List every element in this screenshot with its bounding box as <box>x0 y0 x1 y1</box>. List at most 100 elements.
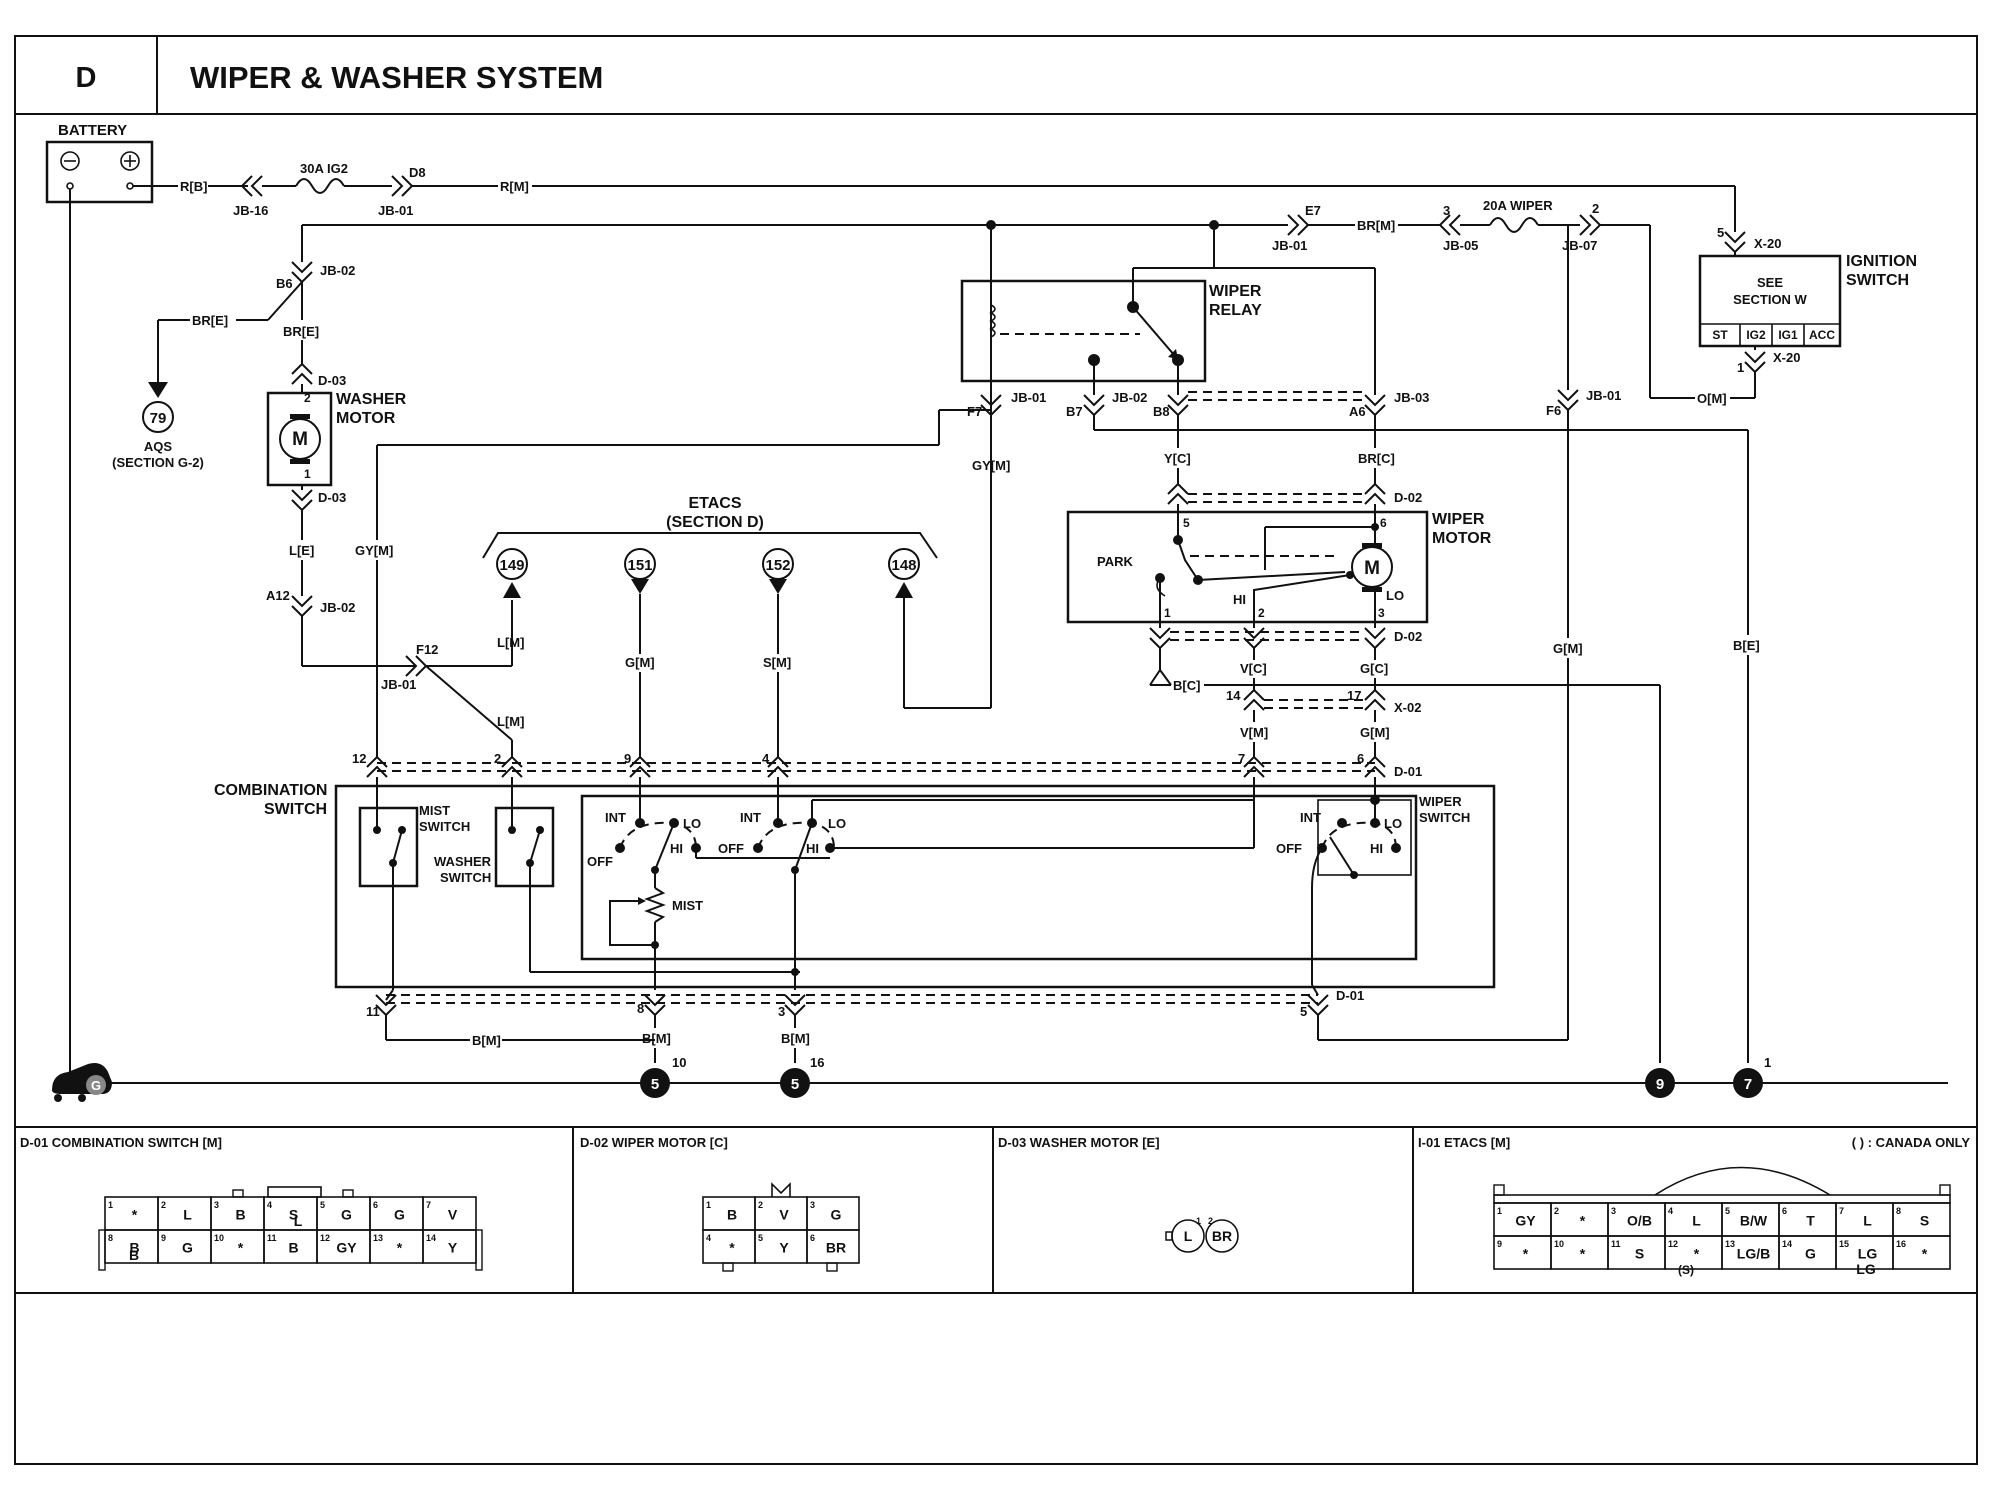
d01-pin-color: V <box>448 1207 458 1223</box>
svg-text:5: 5 <box>1300 1004 1307 1019</box>
i01-pin-color: T <box>1806 1213 1815 1229</box>
washer-motor-label: WASHER <box>336 391 407 408</box>
svg-text:G[M]: G[M] <box>1553 641 1583 656</box>
i01-pin-number: 16 <box>1896 1239 1906 1249</box>
combination-switch-label: COMBINATION <box>214 782 327 799</box>
svg-text:7: 7 <box>1744 1076 1752 1093</box>
i01-pin-number: 1 <box>1497 1206 1502 1216</box>
svg-text:2: 2 <box>304 391 311 405</box>
wire-le: L[E] <box>289 543 314 558</box>
svg-text:INT: INT <box>1300 810 1321 825</box>
canada-note: ( ) : CANADA ONLY <box>1852 1135 1971 1150</box>
i01-pin-number: 3 <box>1611 1206 1616 1216</box>
wiper-relay-box <box>960 279 1207 383</box>
svg-text:14: 14 <box>1226 688 1241 703</box>
d01-pin-number: 14 <box>426 1233 436 1243</box>
d01-pin-color: G <box>182 1240 193 1256</box>
svg-text:16: 16 <box>810 1055 824 1070</box>
d02-pin-number: 5 <box>758 1233 763 1243</box>
ignition-switch-box <box>1698 254 1842 348</box>
d01-pin-color: B <box>235 1207 245 1223</box>
d02-pin-color: B <box>727 1207 737 1223</box>
ground-point-9 <box>1645 1068 1675 1098</box>
connector-d03-top <box>291 362 313 385</box>
wire-rb: R[B] <box>180 179 207 194</box>
d02-pin-color: G <box>831 1207 842 1223</box>
d01-pin-number: 6 <box>373 1200 378 1210</box>
battery-icon <box>45 140 154 204</box>
svg-text:SWITCH: SWITCH <box>440 870 491 885</box>
i01-pin-color: L <box>1863 1213 1872 1229</box>
etacs-label: ETACS <box>688 495 741 512</box>
i01-pin-color: S <box>1635 1246 1644 1262</box>
arrow-to-aqs <box>148 382 168 398</box>
washer-switch-label: WASHER <box>434 854 492 869</box>
svg-text:M: M <box>292 429 308 450</box>
svg-text:B8: B8 <box>1153 404 1170 419</box>
connector-jb02-a12 <box>291 595 313 618</box>
ground-point-7 <box>1733 1068 1763 1098</box>
svg-text:SWITCH: SWITCH <box>1419 810 1470 825</box>
svg-text:10: 10 <box>672 1055 686 1070</box>
washer-motor-box <box>266 391 333 487</box>
svg-text:IG1: IG1 <box>1778 328 1798 342</box>
svg-text:3: 3 <box>778 1004 785 1019</box>
d01-pin-color: B <box>129 1247 139 1263</box>
svg-text:G[C]: G[C] <box>1360 661 1388 676</box>
svg-text:X-20: X-20 <box>1773 350 1800 365</box>
d01-pin-number: 4 <box>267 1200 272 1210</box>
i01-pin-number: 6 <box>1782 1206 1787 1216</box>
connector-d01-bottom <box>1307 994 1329 1017</box>
svg-text:IG2: IG2 <box>1746 328 1766 342</box>
d01-pin-color: * <box>238 1240 244 1256</box>
i01-pin-number: 8 <box>1896 1206 1901 1216</box>
i01-pin-number: 15 <box>1839 1239 1849 1249</box>
svg-text:9: 9 <box>1656 1076 1664 1093</box>
connector-d01-top <box>1364 755 1386 778</box>
d03-connector-face: L BR 1 2 <box>1165 1216 1239 1253</box>
svg-text:BR: BR <box>1212 1228 1232 1244</box>
d02-pin-color: * <box>729 1240 735 1256</box>
i01-pin-color: B/W <box>1740 1213 1768 1229</box>
connector-jb02-b7 <box>1083 394 1105 417</box>
svg-text:HI: HI <box>1370 841 1383 856</box>
svg-text:B[M]: B[M] <box>642 1031 671 1046</box>
svg-text:149: 149 <box>499 557 524 574</box>
fuse-30a-label: 30A IG2 <box>300 161 348 176</box>
i01-cell <box>1892 1235 1951 1270</box>
etacs-bracket <box>482 532 938 559</box>
svg-text:17: 17 <box>1347 688 1361 703</box>
svg-text:LO: LO <box>1384 816 1402 831</box>
wire-brc: BR[C] <box>1358 451 1395 466</box>
i01-pin-number: 13 <box>1725 1239 1735 1249</box>
svg-text:OFF: OFF <box>587 854 613 869</box>
svg-text:D-02: D-02 <box>1394 490 1422 505</box>
i01-pin-number: 9 <box>1497 1239 1502 1249</box>
svg-text:LO: LO <box>828 816 846 831</box>
i01-pin-number: 11 <box>1611 1239 1621 1249</box>
svg-text:B6: B6 <box>276 276 293 291</box>
d02-pin-color: Y <box>779 1240 789 1256</box>
d01-pin-color: * <box>132 1207 138 1223</box>
d01-pin-number: 3 <box>214 1200 219 1210</box>
d01-pin-number: 1 <box>108 1200 113 1210</box>
d03-connector-title: D-03 WASHER MOTOR [E] <box>998 1135 1160 1150</box>
wire-sm: S[M] <box>763 655 791 670</box>
svg-text:3: 3 <box>1443 203 1450 218</box>
aqs-label: AQS <box>144 439 173 454</box>
i01-pin-number: 10 <box>1554 1239 1564 1249</box>
svg-text:MOTOR: MOTOR <box>336 410 396 427</box>
connector-jb02-b6 <box>291 261 313 284</box>
svg-text:1: 1 <box>304 467 311 481</box>
wire-gm: G[M] <box>625 655 655 670</box>
svg-text:F12: F12 <box>416 642 438 657</box>
svg-text:SWITCH: SWITCH <box>264 801 327 818</box>
svg-text:79: 79 <box>150 410 167 427</box>
svg-text:MIST: MIST <box>672 898 703 913</box>
i01-pin-color: LG <box>1858 1246 1878 1262</box>
wire-yc: Y[C] <box>1164 451 1191 466</box>
wire-brm: BR[M] <box>1357 218 1395 233</box>
svg-text:6: 6 <box>1357 751 1364 766</box>
i01-pin-number: 2 <box>1554 1206 1559 1216</box>
svg-text:SECTION W: SECTION W <box>1733 292 1807 307</box>
